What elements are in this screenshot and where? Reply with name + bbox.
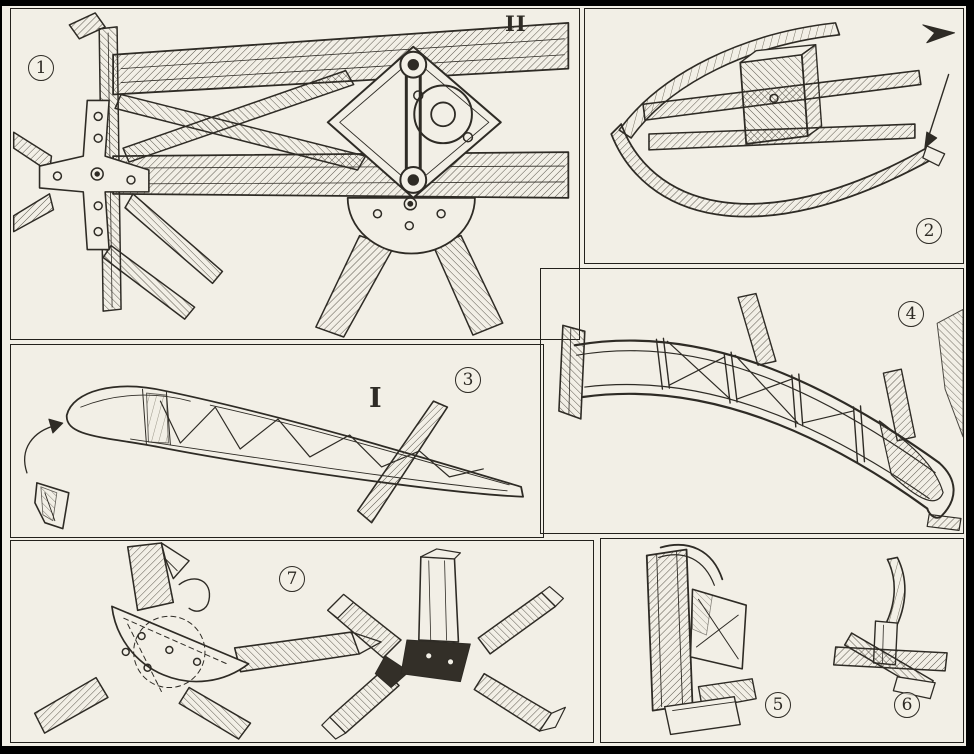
figure-1-panel: II 1 xyxy=(10,8,580,340)
figure-5-6-drawing xyxy=(645,544,948,736)
figure-4-drawing xyxy=(558,292,963,531)
figure-5-number: 5 xyxy=(765,692,791,718)
section-mark-ii: II xyxy=(505,11,527,36)
figure-6-number: 6 xyxy=(894,692,920,718)
section-mark-i: I xyxy=(369,383,382,414)
figure-4-number: 4 xyxy=(898,301,924,327)
figure-3-number: 3 xyxy=(455,367,481,393)
figure-3-panel: I 3 xyxy=(10,344,544,538)
figure-2-drawing xyxy=(610,22,956,218)
figure-2-number: 2 xyxy=(916,218,942,244)
figure-7-drawing xyxy=(33,542,566,740)
figure-2-panel: 2 xyxy=(584,8,964,264)
figure-7-panel: 7 xyxy=(10,540,594,743)
figure-4-panel: 4 xyxy=(540,268,964,534)
figure-7-number: 7 xyxy=(279,566,305,592)
figure-1-drawing xyxy=(12,12,570,338)
figure-3-drawing xyxy=(24,385,524,530)
figure-1-number: 1 xyxy=(28,55,54,81)
figure-5-6-panel: 5 6 xyxy=(600,538,964,743)
